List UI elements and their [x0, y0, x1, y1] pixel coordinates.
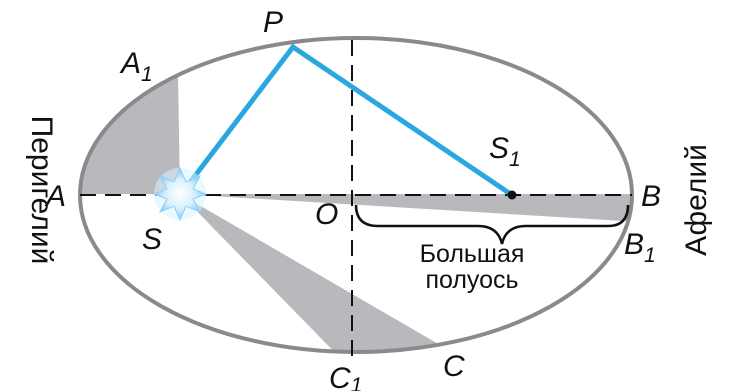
aphelion-label: Афелий	[680, 144, 713, 256]
radius-vectors	[180, 43, 514, 198]
equal-area-sectors	[80, 74, 632, 352]
semi-major-axis-label-line2: полуось	[425, 266, 518, 294]
label-s: S	[142, 223, 162, 256]
label-a1: A1	[119, 47, 153, 86]
perihelion-label: Перигелий	[25, 116, 58, 265]
label-c1: C1	[329, 362, 362, 391]
semi-major-axis-label-line1: Большая	[420, 240, 525, 268]
focus-s1-dot	[507, 190, 517, 200]
label-s1: S1	[489, 132, 521, 171]
label-b1: B1	[624, 228, 656, 267]
semi-major-axis-brace	[354, 204, 630, 245]
label-b: B	[641, 180, 661, 213]
label-a: A	[44, 180, 66, 213]
sun-icon	[152, 166, 208, 222]
sector-c-c1	[180, 194, 440, 352]
label-p: P	[263, 6, 283, 39]
label-o: O	[315, 198, 338, 231]
sector-b-b1	[180, 194, 632, 222]
label-c: C	[443, 350, 465, 383]
